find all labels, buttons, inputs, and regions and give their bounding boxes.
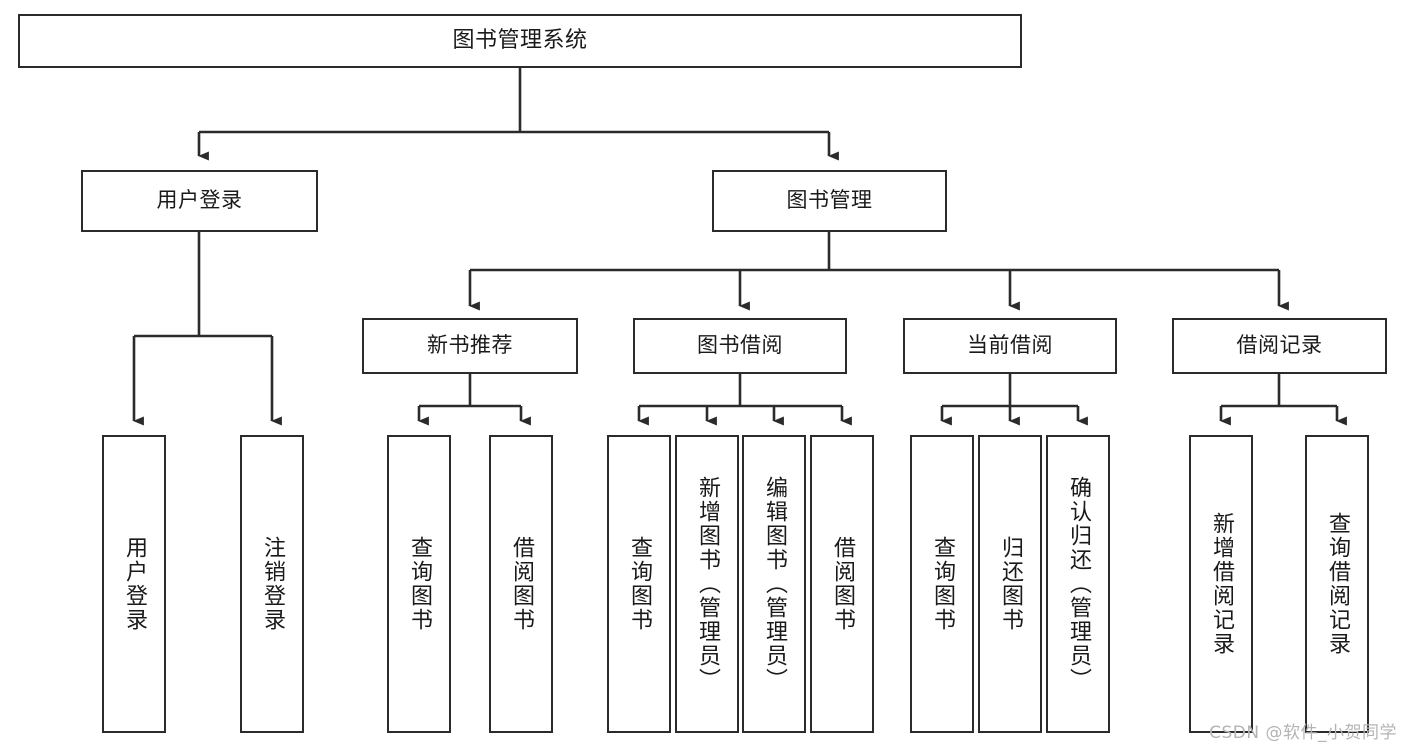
node-leaf-query-borrow-record[interactable]: 查询借阅记录 xyxy=(1305,435,1369,733)
node-label: 借阅图书 xyxy=(508,536,534,632)
node-leaf-edit-book[interactable]: 编辑图书（管理员） xyxy=(742,435,806,733)
node-leaf-return-book[interactable]: 归还图书 xyxy=(978,435,1042,733)
node-leaf-query-book-recommend[interactable]: 查询图书 xyxy=(387,435,451,733)
node-label: 新增借阅记录 xyxy=(1208,512,1234,656)
node-leaf-add-borrow-record[interactable]: 新增借阅记录 xyxy=(1189,435,1253,733)
node-label: 借阅图书 xyxy=(829,536,855,632)
node-label: 图书管理系统 xyxy=(452,27,588,53)
node-borrow-record[interactable]: 借阅记录 xyxy=(1172,318,1387,374)
node-new-book-recommend[interactable]: 新书推荐 xyxy=(362,318,578,374)
node-leaf-logout[interactable]: 注销登录 xyxy=(240,435,304,733)
node-leaf-query-book-current[interactable]: 查询图书 xyxy=(910,435,974,733)
node-label: 归还图书 xyxy=(997,536,1023,632)
node-label: 查询图书 xyxy=(929,536,955,632)
node-book-borrow[interactable]: 图书借阅 xyxy=(633,318,847,374)
node-label: 确认归还（管理员） xyxy=(1065,476,1091,692)
node-leaf-borrow-book[interactable]: 借阅图书 xyxy=(810,435,874,733)
node-current-borrow[interactable]: 当前借阅 xyxy=(903,318,1117,374)
node-leaf-add-book[interactable]: 新增图书（管理员） xyxy=(675,435,739,733)
node-label: 查询图书 xyxy=(626,536,652,632)
node-label: 用户登录 xyxy=(121,536,147,632)
node-leaf-query-book-borrow[interactable]: 查询图书 xyxy=(607,435,671,733)
node-label: 当前借阅 xyxy=(967,333,1053,358)
node-label: 图书借阅 xyxy=(697,333,783,358)
node-user-login[interactable]: 用户登录 xyxy=(81,170,318,232)
node-label: 用户登录 xyxy=(156,188,243,213)
node-label: 借阅记录 xyxy=(1236,333,1323,358)
node-label: 注销登录 xyxy=(259,536,285,632)
node-leaf-confirm-return[interactable]: 确认归还（管理员） xyxy=(1046,435,1110,733)
node-label: 查询图书 xyxy=(406,536,432,632)
node-label: 编辑图书（管理员） xyxy=(761,476,787,692)
node-label: 查询借阅记录 xyxy=(1324,512,1350,656)
node-label: 新增图书（管理员） xyxy=(694,476,720,692)
node-leaf-user-login[interactable]: 用户登录 xyxy=(102,435,166,733)
csdn-watermark: CSDN @软件_小贺同学 xyxy=(1209,723,1397,743)
node-label: 图书管理 xyxy=(786,188,873,213)
node-leaf-borrow-book-recommend[interactable]: 借阅图书 xyxy=(489,435,553,733)
node-root-book-management-system[interactable]: 图书管理系统 xyxy=(18,14,1022,68)
node-book-management[interactable]: 图书管理 xyxy=(712,170,947,232)
node-label: 新书推荐 xyxy=(427,333,513,358)
